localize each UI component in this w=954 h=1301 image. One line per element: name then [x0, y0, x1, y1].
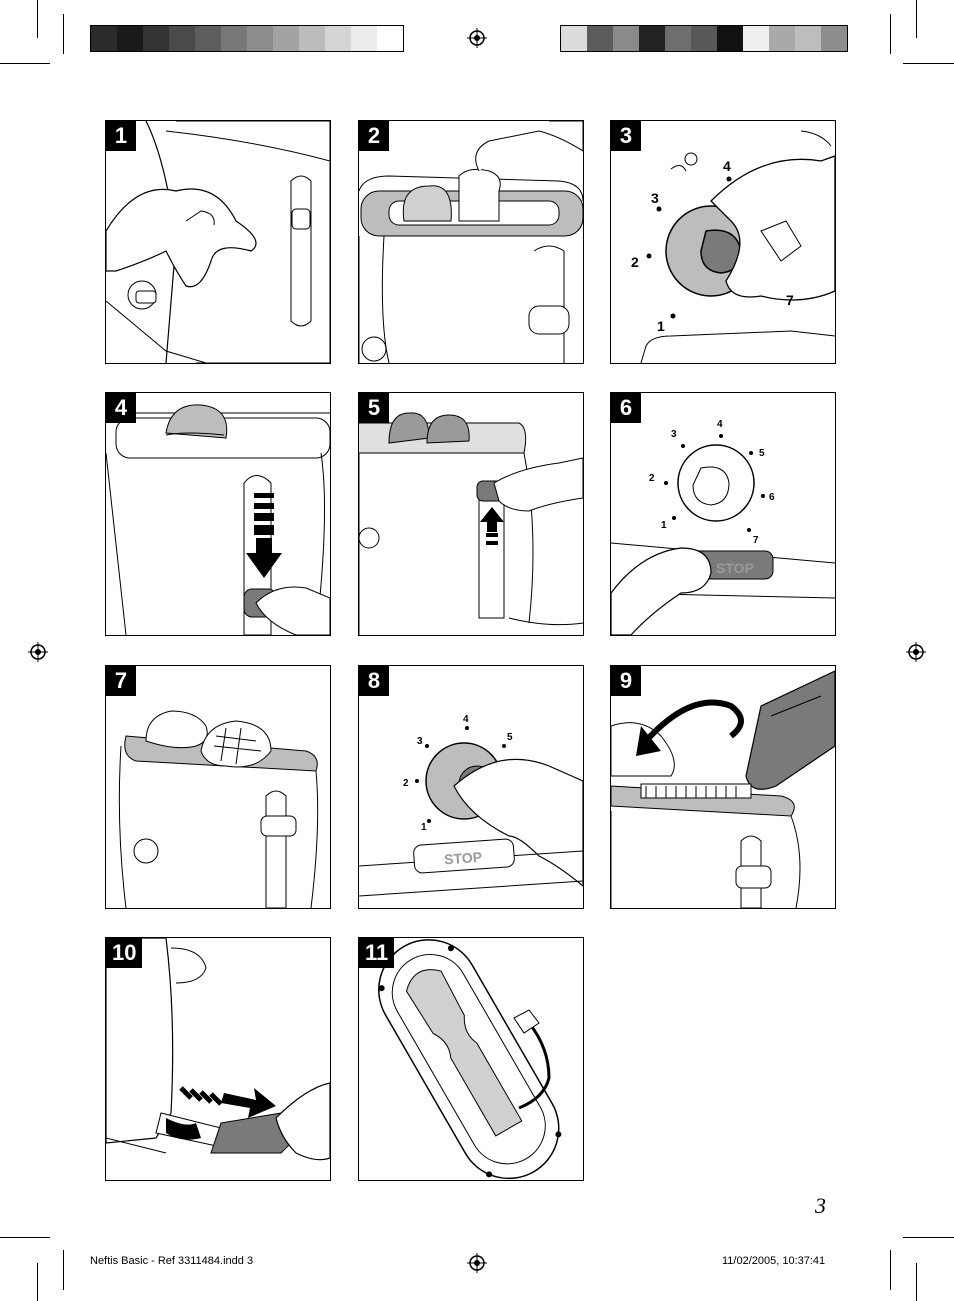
color-swatch	[821, 26, 847, 51]
panel-4-lower-lever: 4	[105, 392, 331, 636]
color-swatch	[117, 26, 143, 51]
dial-label-2: 2	[649, 473, 655, 484]
color-swatch	[613, 26, 639, 51]
color-calibration-bar-left	[90, 25, 404, 52]
panel-5-raise-lever: 5	[358, 392, 584, 636]
step-number: 1	[106, 121, 136, 151]
color-swatch	[717, 26, 743, 51]
panel-8-reheat-setting: 3 4 5 2 1 STOP 8	[358, 665, 584, 909]
dial-label-4: 4	[717, 419, 723, 430]
dial-label-2: 2	[631, 254, 639, 270]
defrost-reheat-icon	[670, 152, 698, 172]
dial-label-5: 5	[507, 732, 513, 743]
step-number: 5	[359, 393, 389, 423]
step-number: 6	[611, 393, 641, 423]
color-swatch	[91, 26, 117, 51]
color-swatch	[325, 26, 351, 51]
panel-6-press-stop: 3 4 5 6 2 1 7 STOP 6	[610, 392, 836, 636]
stop-button-label: STOP	[444, 849, 483, 868]
footer-filename: Neftis Basic - Ref 3311484.indd 3	[90, 1255, 254, 1267]
color-swatch	[247, 26, 273, 51]
registration-mark-icon	[906, 642, 926, 662]
page-number: 3	[815, 1193, 826, 1218]
dial-label-1: 1	[657, 318, 665, 334]
dial-label-3: 3	[671, 429, 677, 440]
color-swatch	[273, 26, 299, 51]
panel-3-set-browning-dial: 3 4 2 1 7 3	[610, 120, 836, 364]
step-number: 11	[359, 938, 395, 968]
registration-mark-icon	[467, 28, 487, 48]
panel-10-remove-crumb-tray: 10	[105, 937, 331, 1181]
registration-mark-icon	[467, 1253, 487, 1273]
dial-label-1: 1	[421, 822, 427, 833]
dial-label-7: 7	[753, 535, 759, 546]
step-number: 9	[611, 666, 641, 696]
step-number: 3	[611, 121, 641, 151]
color-swatch	[221, 26, 247, 51]
color-swatch	[639, 26, 665, 51]
stop-button-label: STOP	[716, 560, 754, 576]
dial-label-4: 4	[463, 714, 469, 725]
color-swatch	[587, 26, 613, 51]
dial-label-3: 3	[417, 736, 423, 747]
dial-label-3: 3	[651, 190, 659, 206]
color-swatch	[169, 26, 195, 51]
color-swatch	[561, 26, 587, 51]
color-swatch	[795, 26, 821, 51]
dial-label-2: 2	[403, 778, 409, 789]
step-number: 4	[106, 393, 136, 423]
panel-2-insert-bread: 2	[358, 120, 584, 364]
color-swatch	[769, 26, 795, 51]
dial-label-1: 1	[661, 520, 667, 531]
color-swatch	[195, 26, 221, 51]
color-swatch	[299, 26, 325, 51]
color-swatch	[351, 26, 377, 51]
color-swatch	[665, 26, 691, 51]
step-number: 7	[106, 666, 136, 696]
panel-7-reheat-buns: 7	[105, 665, 331, 909]
dial-label-7: 7	[786, 292, 794, 308]
dial-label-6: 6	[769, 492, 775, 503]
panel-11-cord-storage: 11	[358, 937, 584, 1181]
color-swatch	[691, 26, 717, 51]
step-number: 8	[359, 666, 389, 696]
color-swatch	[743, 26, 769, 51]
color-swatch	[143, 26, 169, 51]
step-number: 10	[106, 938, 143, 968]
registration-mark-icon	[28, 642, 48, 662]
panel-1-clean-toaster: 1	[105, 120, 331, 364]
color-calibration-bar-right	[560, 25, 848, 52]
dial-label-5: 5	[759, 448, 765, 459]
step-number: 2	[359, 121, 389, 151]
footer-timestamp: 11/02/2005, 10:37:41	[722, 1255, 826, 1267]
dial-label-4: 4	[723, 158, 731, 174]
color-swatch	[377, 26, 403, 51]
panel-9-remove-stuck-bread: 9	[610, 665, 836, 909]
